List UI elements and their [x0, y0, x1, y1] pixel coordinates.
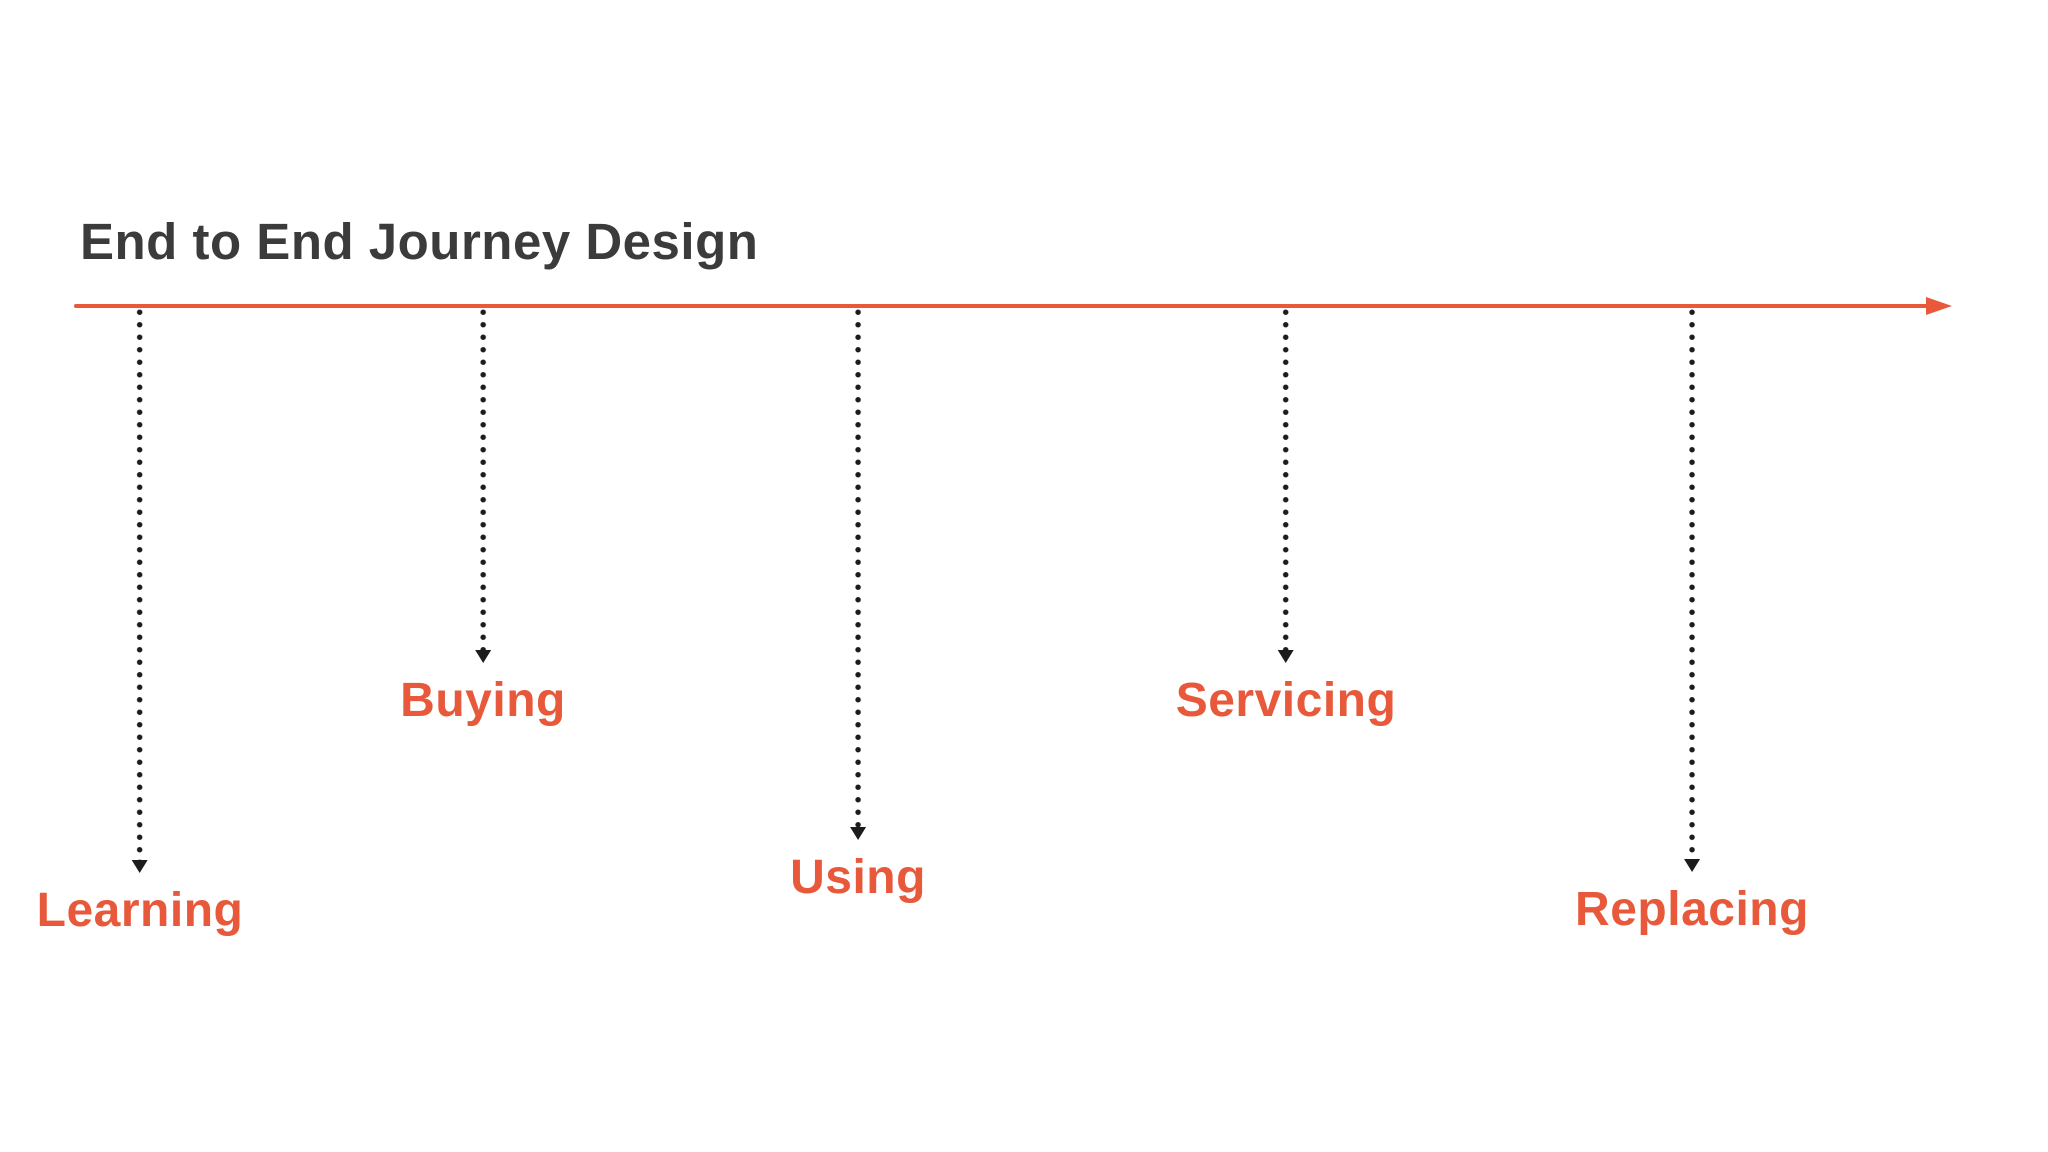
- dotted-drop-line: [855, 306, 861, 827]
- down-arrowhead-icon: [1683, 859, 1700, 872]
- diagram-title: End to End Journey Design: [80, 213, 759, 270]
- down-arrowhead-icon: [132, 860, 148, 873]
- stage-using: Using: [790, 306, 926, 902]
- dotted-drop-line: [480, 306, 486, 650]
- stage-buying: Buying: [400, 306, 566, 725]
- timeline-line: [74, 304, 1930, 308]
- stage-label: Replacing: [1575, 883, 1809, 936]
- dotted-drop-line: [137, 306, 143, 860]
- stage-servicing: Servicing: [1176, 306, 1397, 725]
- dotted-drop-line: [1283, 306, 1289, 650]
- down-arrowhead-icon: [475, 650, 491, 663]
- dotted-drop-line: [1688, 306, 1695, 859]
- down-arrowhead-icon: [850, 827, 866, 840]
- stage-label: Learning: [36, 884, 244, 937]
- stage-label: Using: [790, 851, 926, 904]
- down-arrowhead-icon: [1278, 650, 1294, 663]
- stage-replacing: Replacing: [1575, 306, 1809, 934]
- stage-label: Buying: [400, 674, 566, 727]
- right-arrowhead-icon: [1926, 297, 1952, 315]
- stage-label: Servicing: [1175, 674, 1397, 727]
- stage-learning: Learning: [37, 306, 244, 935]
